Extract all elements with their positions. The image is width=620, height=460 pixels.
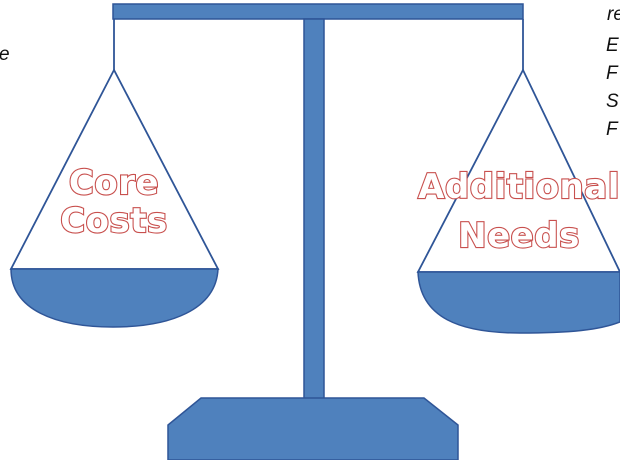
- scale-base: [167, 397, 459, 460]
- right-pan-bowl: [417, 271, 620, 334]
- side-text-line-2: E: [606, 35, 619, 56]
- left-side-text-fragment: e: [0, 44, 10, 65]
- left-pan-label-line-1: Core: [69, 163, 159, 203]
- scale-post: [303, 18, 325, 401]
- side-text-line-4: S: [606, 91, 619, 112]
- right-pan-label-line-2: Needs: [458, 216, 580, 256]
- left-side-text-line-1: e: [0, 44, 10, 65]
- left-pan-bowl: [10, 268, 219, 328]
- right-pan-label-line-1: Additional: [418, 167, 620, 207]
- right-side-text-fragment: re E F S F: [606, 4, 620, 140]
- side-text-line-3: F: [606, 63, 619, 84]
- left-pan-label-line-2: Costs: [60, 201, 168, 241]
- scale-beam: [112, 3, 524, 20]
- side-text-line-5: F: [606, 119, 619, 140]
- side-text-line-1: re: [607, 4, 620, 25]
